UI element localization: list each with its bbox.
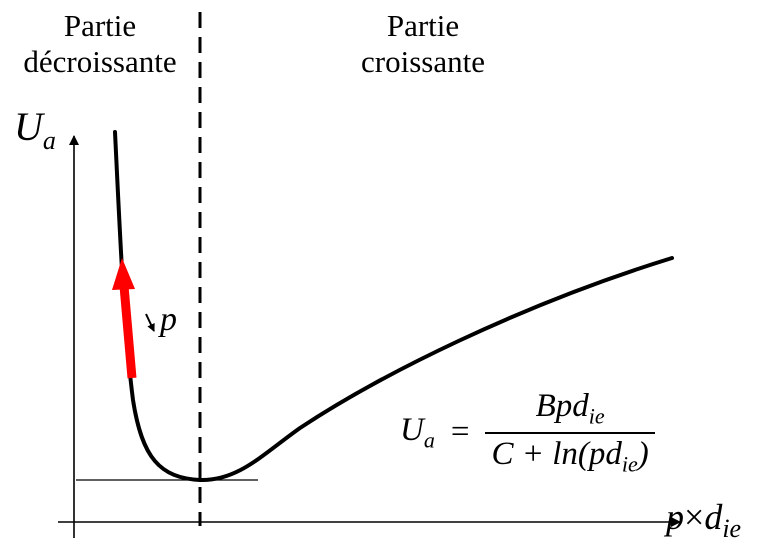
region-increasing-label: Partie croissante (318, 8, 528, 79)
pressure-arrow (145, 313, 155, 332)
region-left-line1: Partie (63, 8, 137, 43)
paschen-formula: Ua = Bpdie C + ln(pdie) (400, 388, 655, 477)
formula-denominator: C + ln(pdie) (491, 435, 649, 477)
region-right-line2: croissante (361, 43, 485, 79)
red-arrow-head (112, 258, 135, 290)
y-axis-label: Ua (14, 104, 56, 155)
x-axis-label: p×die (666, 497, 742, 544)
fraction-bar (485, 431, 655, 434)
red-arrow-shaft (119, 285, 137, 379)
region-right-line1: Partie (386, 8, 460, 43)
formula-numerator: Bpdie (535, 388, 605, 429)
region-left-line2: décroissante (23, 43, 177, 79)
formula-lhs: Ua (400, 411, 435, 453)
formula-fraction: Bpdie C + ln(pdie) (485, 388, 655, 477)
pressure-arrow-label: p (160, 301, 177, 338)
region-decreasing-label: Partie décroissante (0, 8, 200, 79)
formula-equals: = (450, 414, 470, 451)
